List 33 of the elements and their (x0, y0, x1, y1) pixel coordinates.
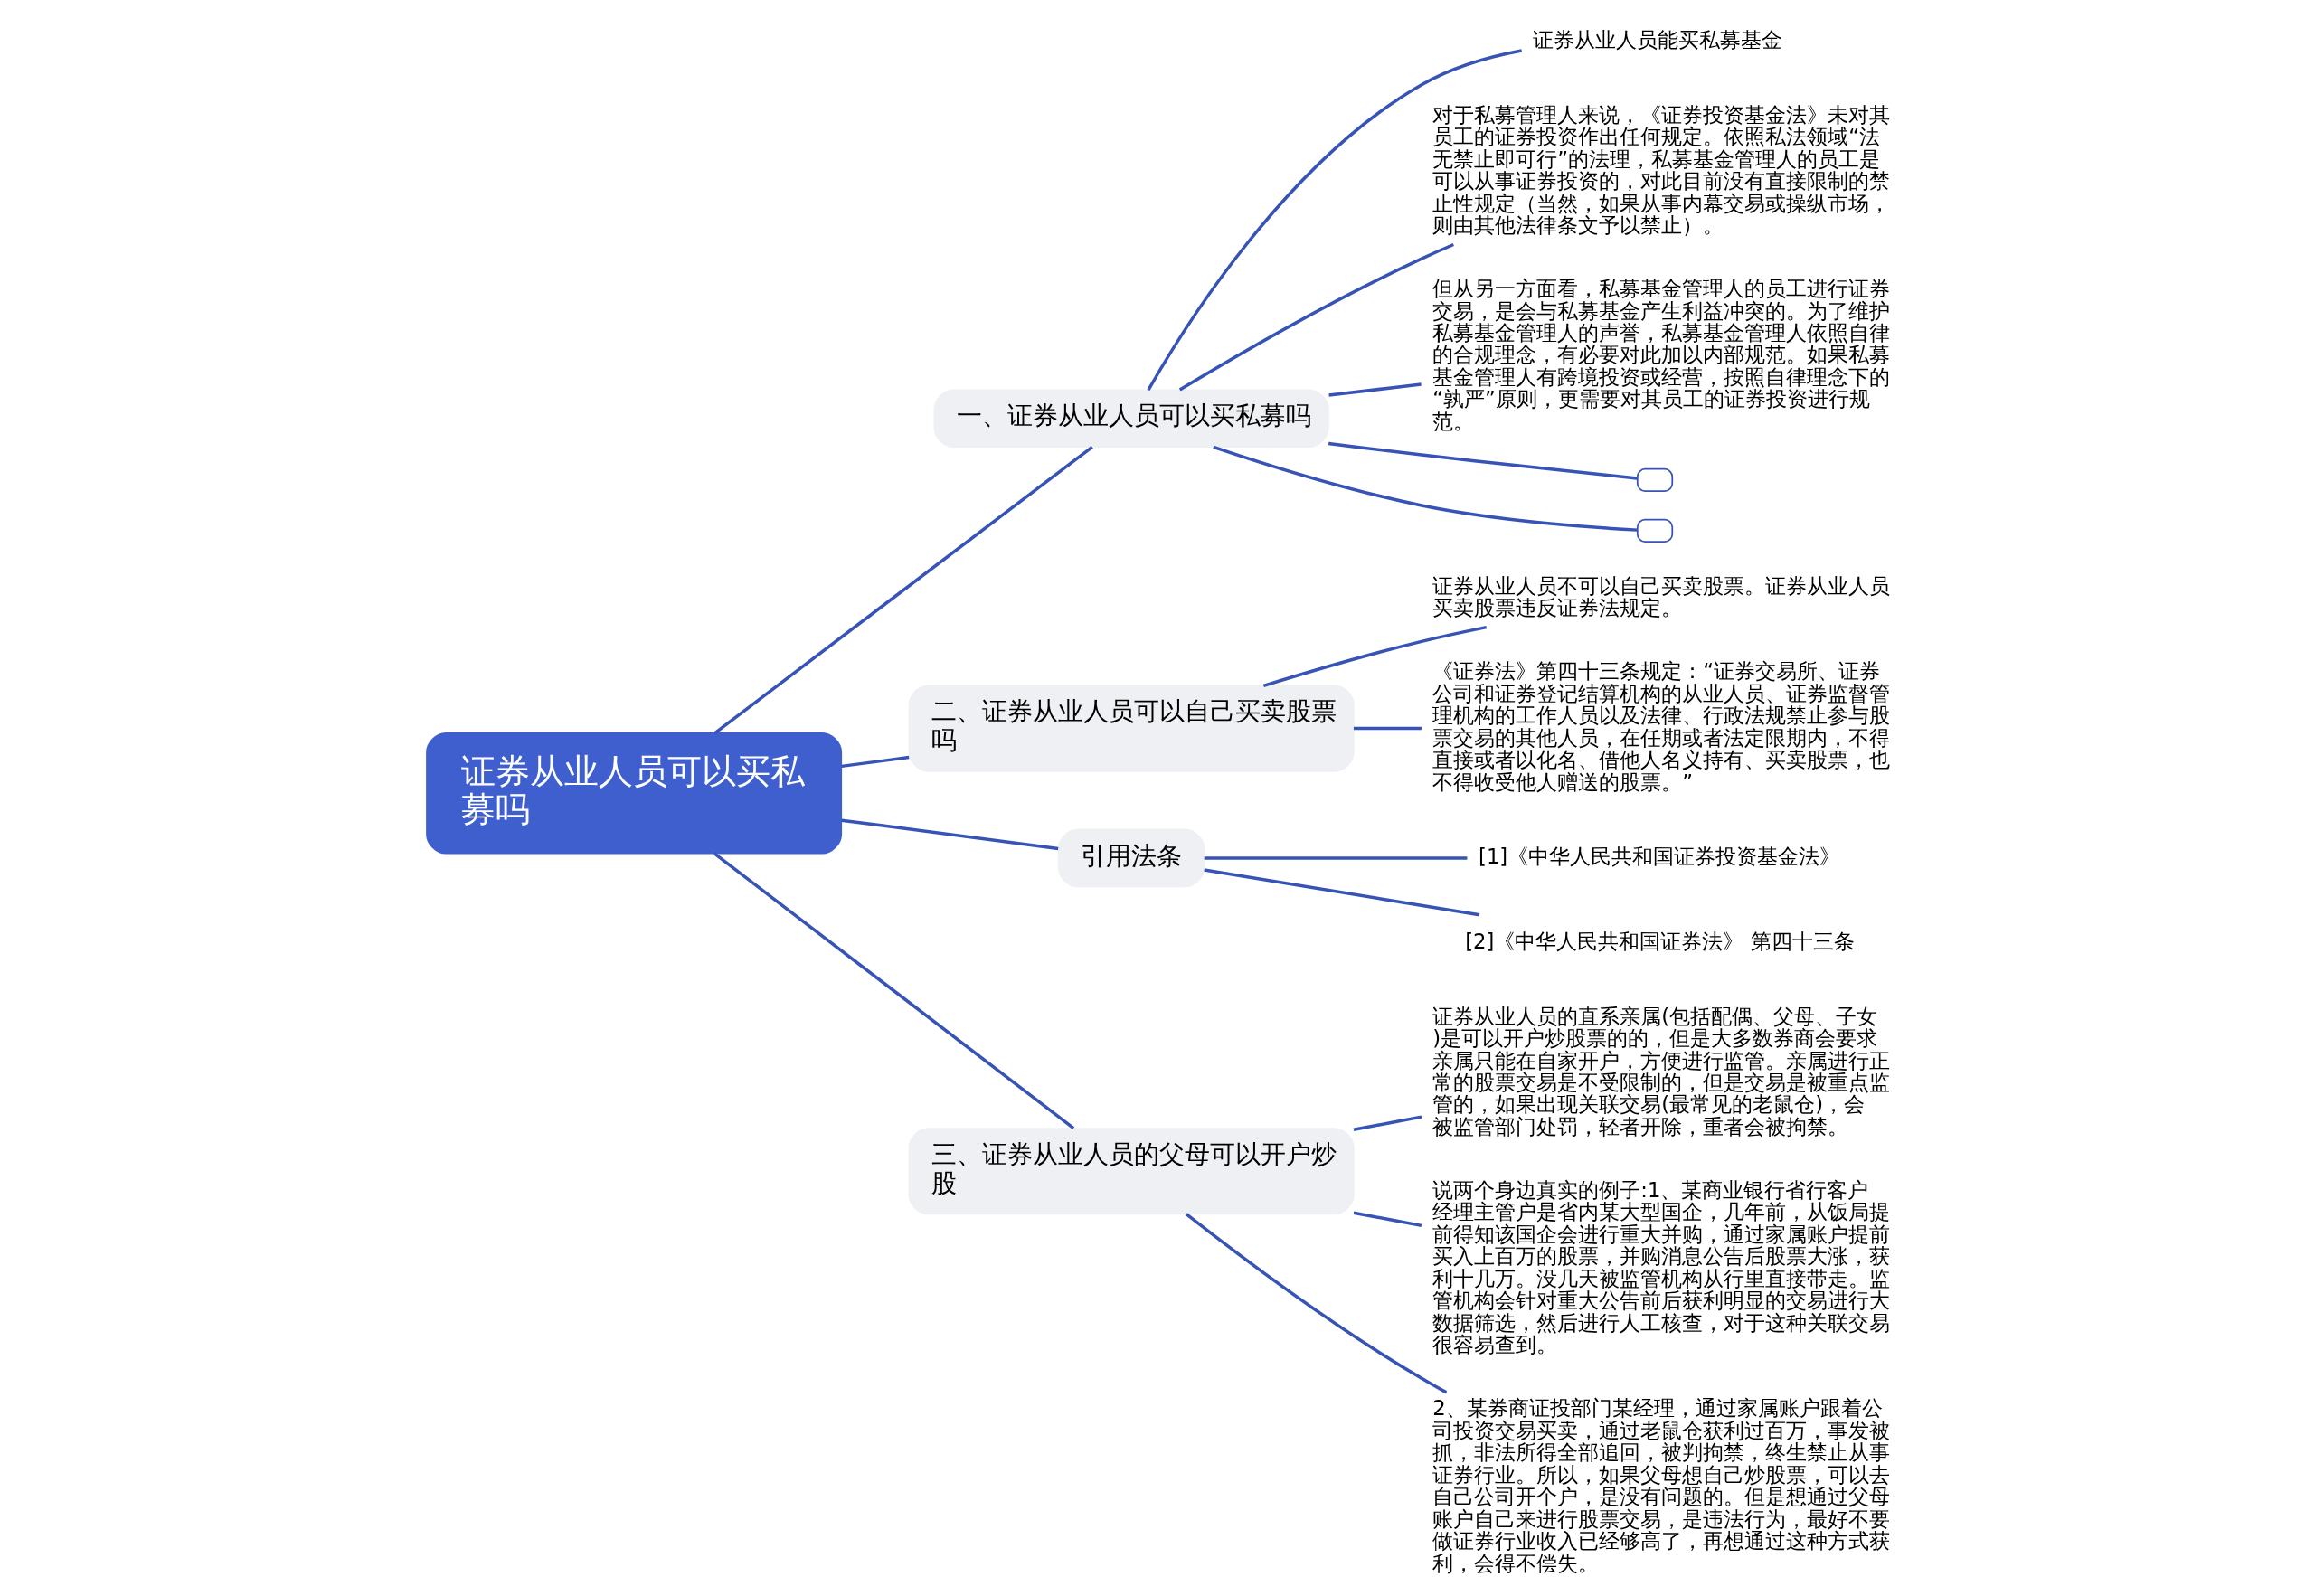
connector (841, 755, 910, 769)
node-text: 证券从业人员的直系亲属(包括配偶、父母、子女)是可以开户炒股票的的，但是大多数券商会要求亲属只能在自家开户，方便进行监管。亲属进行正常的股票交易是不受限制的，但是交易是被重点监管的，如果出现关联交易(最常见的老鼠仓)，会被监管部门处罚，轻者开除，重者会被拘禁。 (1432, 1004, 1891, 1138)
node-text: 说两个身边真实的例子:1、某商业银行省行客户经理主管户是省内某大型国企，几年前，从饭局提前得知该国企会进行重大并购，通过家属账户提前买入上百万的股票，并购消息公告后股票大涨，获利十几万。没几天被监管机构从行里直接带走。监管机构会针对重大公告前后获利明显的交易进行大数据筛选，然后进行人工核查，对于这种关联交易很容易查到。 (1432, 1177, 1891, 1357)
node-text: 《证券法》第四十三条规定：“证券交易所、证券公司和证券登记结算机构的从业人员、证券监督管理机构的工作人员以及法律、行政法规禁止参与股票交易的其他人员，在任期或者法定限期内，不得直接或者以化名、借他人名义持有、买卖股票，也不得收受他人赠送的股票。” (1432, 659, 1891, 794)
connector (1147, 49, 1523, 392)
node-text: [2]《中华人民共和国证券法》 第四十三条 (1465, 930, 1855, 954)
node-box: 证券从业人员可以买私募吗 (426, 732, 843, 855)
node-text: 证券从业人员不可以自己买卖股票。证券从业人员买卖股票违反证券法规定。 (1432, 573, 1891, 620)
connector (1328, 382, 1422, 397)
node-box: 二、证券从业人员可以自己买卖股票吗 (908, 685, 1355, 772)
connector (1353, 1211, 1422, 1228)
connector (1204, 856, 1468, 860)
connector (713, 445, 1093, 735)
node-box (1636, 518, 1674, 543)
connector (841, 818, 1059, 851)
connector (1185, 1213, 1448, 1394)
connector (1328, 441, 1638, 480)
node-box: 一、证券从业人员可以买私募吗 (933, 389, 1329, 449)
connector (1213, 445, 1638, 532)
node-text: [1]《中华人民共和国证券投资基金法》 (1479, 844, 1841, 868)
connector (1204, 868, 1480, 917)
node-box: 三、证券从业人员的父母可以开户炒股 (908, 1128, 1355, 1215)
connector (1353, 726, 1422, 731)
node-text: 对于私募管理人来说，《证券投资基金法》未对其员工的证券投资作出任何规定。依照私法领域“法无禁止即可行”的法理，私募基金管理人的员工是可以从事证券投资的，对此目前没有直接限制的禁止性规定（当然，如果从事内幕交易或操纵市场，则由其他法律条文予以禁止）。 (1432, 102, 1891, 238)
connector (1178, 242, 1454, 392)
connector (1262, 625, 1488, 687)
node-box: 引用法条 (1057, 828, 1205, 888)
node-text: 证券从业人员能买私募基金 (1533, 28, 1783, 52)
node-box (1636, 467, 1674, 493)
connector (713, 852, 1075, 1130)
node-text: 2、某券商证投部门某经理，通过家属账户跟着公司投资交易买卖，通过老鼠仓获利过百万，事发被抓，非法所得全部追回，被判拘禁，终生禁止从事证券行业。所以，如果父母想自己炒股票，可以去自己公司开个户，是没有问题的。但是想通过父母账户自己来进行股票交易，是违法行为，最好不要做证券行业收入已经够高了，再想通过这种方式获利，会得不偿失。 (1432, 1396, 1891, 1575)
connector (1353, 1115, 1422, 1131)
node-text: 但从另一方面看，私募基金管理人的员工进行证券交易，是会与私募基金产生利益冲突的。为了维护私募基金管理人的声誉，私募基金管理人依照自律的合规理念，有必要对此加以内部规范。如果私募基金管理人有跨境投资或经营，按照自律理念下的“孰严”原则，更需要对其员工的证券投资进行规范。 (1432, 277, 1891, 433)
